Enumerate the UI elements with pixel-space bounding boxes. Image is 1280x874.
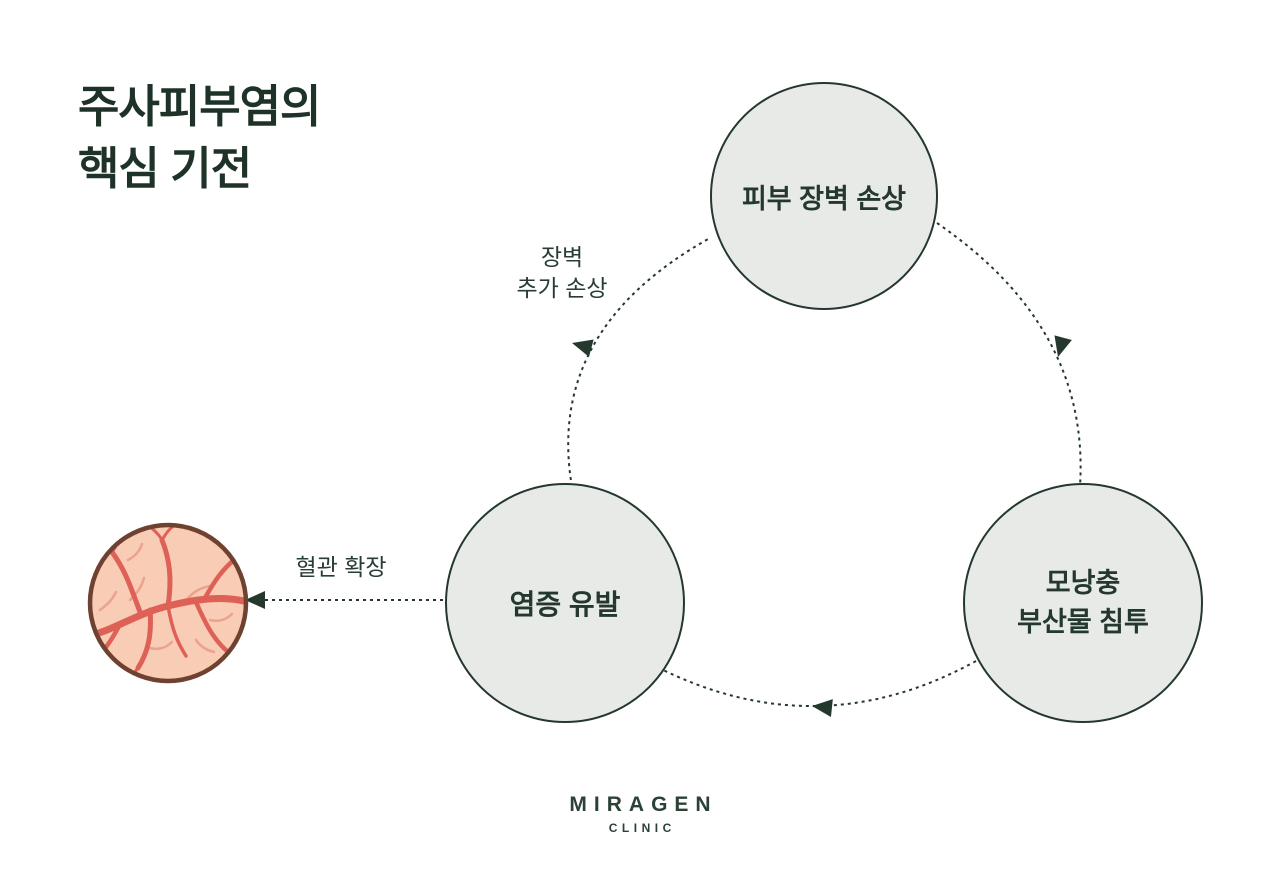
page-title-line1: 주사피부염의	[78, 81, 321, 132]
edge-label-barrier-extra-damage: 장벽 추가 손상	[488, 242, 636, 304]
edge-label-barrier-extra-line1: 장벽	[540, 244, 584, 270]
page-title-line2: 핵심 기전	[78, 143, 252, 194]
arc-demodex-to-inflammation	[656, 660, 977, 708]
edge-label-vasodilation-text: 혈관 확장	[295, 554, 387, 580]
node-skin-barrier-label: 피부 장벽 손상	[741, 183, 907, 214]
clinic-logo-brand: MIRAGEN	[569, 793, 718, 816]
arrowhead-down-icon	[1054, 335, 1072, 357]
edge-label-barrier-extra-line2: 추가 손상	[516, 275, 608, 301]
node-inflammation-label: 염증 유발	[509, 589, 621, 620]
clinic-logo: MIRAGEN CLINIC	[0, 793, 1280, 835]
arc-barrier-to-demodex	[936, 222, 1082, 487]
page-title: 주사피부염의 핵심 기전	[78, 76, 321, 200]
node-skin-barrier-damage: 피부 장벽 손상	[710, 82, 938, 310]
node-inflammation: 염증 유발	[445, 483, 685, 723]
node-demodex-byproduct: 모낭충 부산물 침투	[963, 483, 1203, 723]
node-demodex-label-line1: 모낭충	[1045, 568, 1121, 598]
arrowhead-left-icon	[812, 699, 833, 718]
arrowhead-vessel-icon	[245, 591, 265, 609]
node-demodex-label-line2: 부산물 침투	[1017, 607, 1149, 637]
edge-label-vasodilation: 혈관 확장	[266, 552, 416, 583]
blood-vessels-illustration	[87, 522, 249, 684]
clinic-logo-sub: CLINIC	[608, 821, 676, 835]
arc-inflammation-to-barrier	[567, 237, 711, 488]
arrowhead-up-icon	[572, 339, 594, 357]
vessel-circle-border	[87, 522, 249, 684]
